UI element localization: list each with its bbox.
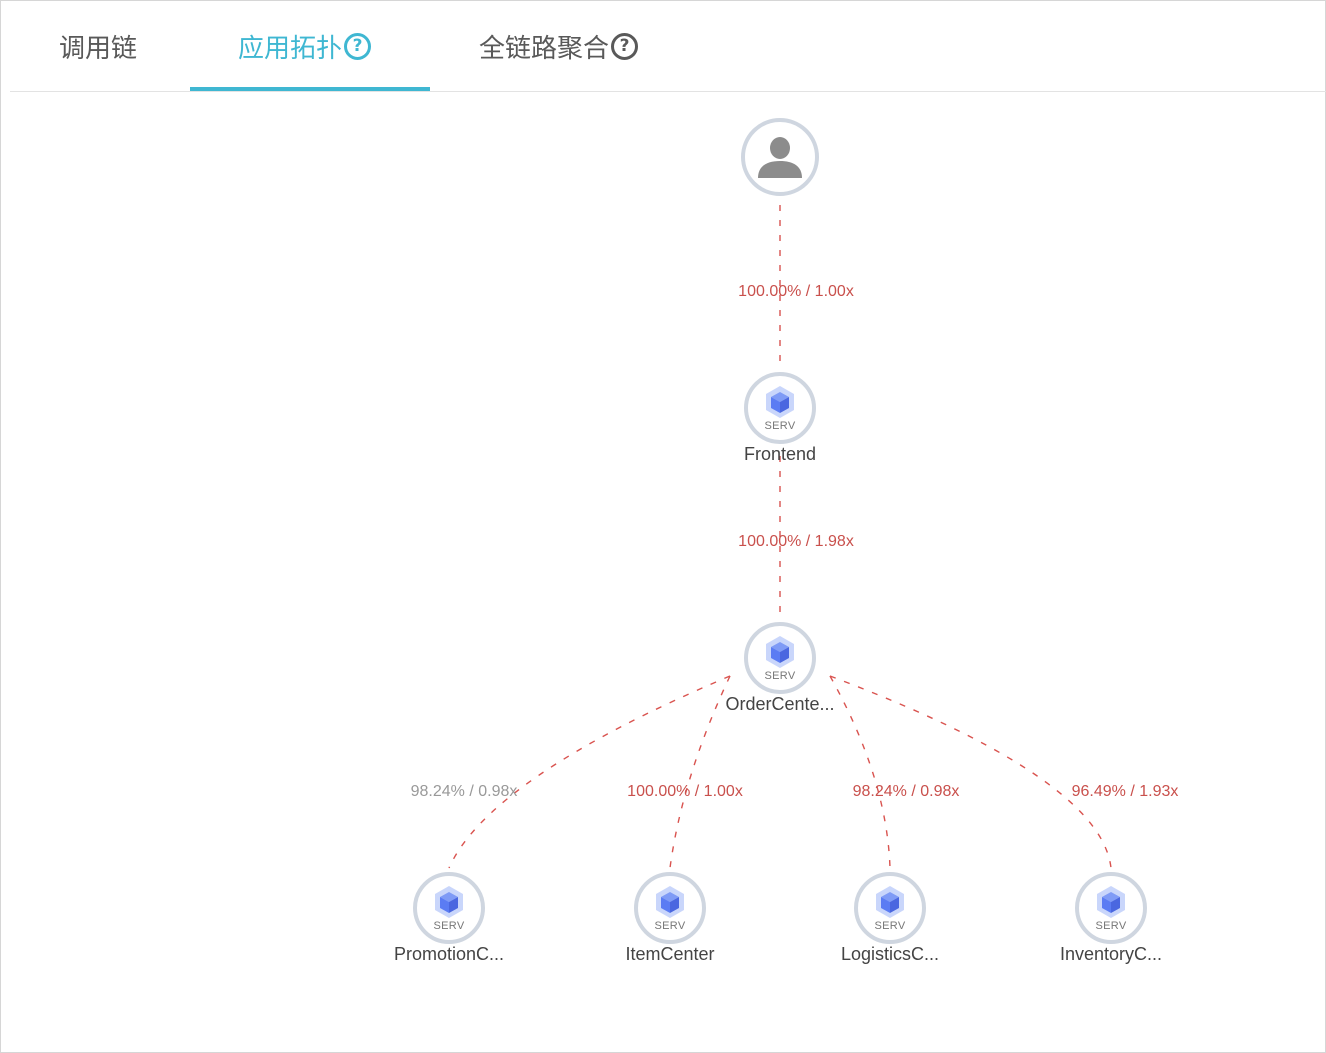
active-tab-indicator — [190, 87, 430, 91]
tab-bar: 调用链 应用拓扑 ? 全链路聚合 ? — [10, 1, 1326, 92]
service-badge: SERV — [764, 419, 796, 432]
user-silhouette-icon — [758, 137, 802, 178]
node-promotion[interactable]: SERV — [413, 872, 485, 944]
service-badge: SERV — [764, 669, 796, 682]
cube-icon — [766, 635, 794, 668]
edge-line — [669, 675, 731, 869]
edge-line — [829, 675, 891, 869]
edge-label: 100.00% / 1.00x — [627, 783, 743, 800]
service-badge: SERV — [654, 919, 686, 932]
node-frontend[interactable]: SERV — [744, 372, 816, 444]
tab-label: 全链路聚合 — [479, 33, 610, 64]
cube-icon — [1097, 885, 1125, 918]
node-user[interactable] — [741, 118, 819, 196]
node-label[interactable]: PromotionC... — [393, 944, 505, 964]
node-label[interactable]: OrderCente... — [725, 694, 835, 714]
edge-label: 98.24% / 0.98x — [852, 783, 960, 800]
cube-icon — [435, 885, 463, 918]
edge-line — [829, 675, 1112, 869]
service-badge: SERV — [1095, 919, 1127, 932]
tab-full-link-aggregation[interactable]: 全链路聚合 ? — [479, 1, 639, 91]
node-label[interactable]: InventoryC... — [1059, 944, 1163, 964]
edge-label: 98.24% / 0.98x — [410, 783, 518, 800]
node-label[interactable]: Frontend — [743, 444, 817, 464]
cube-icon — [766, 385, 794, 418]
node-item[interactable]: SERV — [634, 872, 706, 944]
help-icon[interactable]: ? — [344, 32, 372, 60]
cube-icon — [656, 885, 684, 918]
node-label[interactable]: LogisticsC... — [840, 944, 940, 964]
help-icon[interactable]: ? — [611, 32, 639, 60]
service-badge: SERV — [433, 919, 465, 932]
service-badge: SERV — [874, 919, 906, 932]
node-order[interactable]: SERV — [744, 622, 816, 694]
tab-label: 应用拓扑 — [238, 33, 343, 64]
edge-label: 100.00% / 1.00x — [738, 283, 854, 300]
tab-call-chain[interactable]: 调用链 — [59, 1, 137, 91]
edge-label: 96.49% / 1.93x — [1071, 783, 1179, 800]
edge-line — [448, 675, 731, 869]
edge-label: 100.00% / 1.98x — [738, 533, 854, 550]
tab-app-topology[interactable]: 应用拓扑 ? — [238, 1, 372, 91]
cube-icon — [876, 885, 904, 918]
tab-label: 调用链 — [59, 33, 138, 64]
node-logistics[interactable]: SERV — [854, 872, 926, 944]
node-inventory[interactable]: SERV — [1075, 872, 1147, 944]
node-label[interactable]: ItemCenter — [625, 944, 715, 964]
